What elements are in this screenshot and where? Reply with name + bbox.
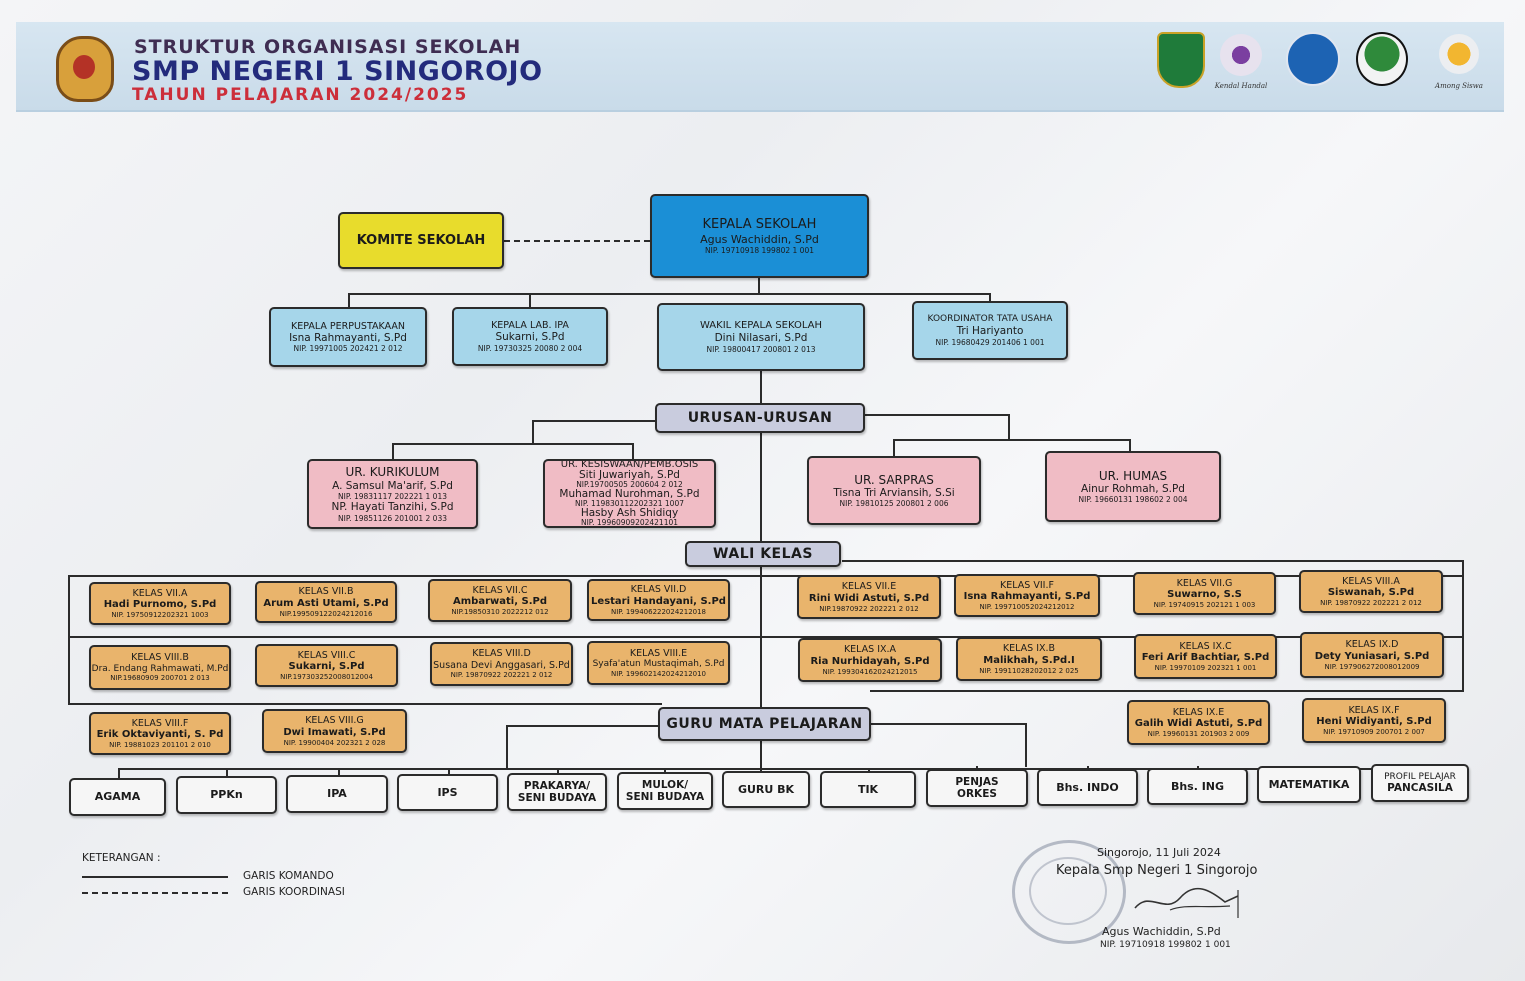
tut-wuri-handayani-logo-icon (1286, 32, 1340, 88)
signature-place-date: Singorojo, 11 Juli 2024 (1097, 846, 1221, 859)
school-crest-icon (56, 36, 114, 102)
signature-name: Agus Wachiddin, S.Pd (1102, 925, 1221, 938)
kepala-perpustakaan-box: KEPALA PERPUSTAKAAN Isna Rahmayanti, S.P… (269, 307, 427, 367)
handwritten-signature-icon (1130, 880, 1240, 920)
signature-role: Kepala Smp Negeri 1 Singorojo (1056, 863, 1258, 878)
header-school-name: SMP NEGERI 1 SINGOROJO (132, 56, 543, 87)
subject-box-guru-bk: GURU BK (722, 771, 810, 808)
ur-humas-box: UR. HUMAS Ainur Rohmah, S.Pd NIP. 196601… (1045, 451, 1221, 522)
signature-nip: NIP. 19710918 199802 1 001 (1100, 940, 1231, 950)
kabupaten-kendal-emblem-icon (1154, 32, 1205, 88)
among-siswa-logo-icon: Among Siswa (1434, 32, 1484, 90)
kendal-handal-logo-icon: Kendal Handal (1215, 32, 1267, 90)
header-title-line1: STRUKTUR ORGANISASI SEKOLAH (134, 36, 522, 58)
subject-box-ips: IPS (397, 774, 498, 811)
header-banner: STRUKTUR ORGANISASI SEKOLAH SMP NEGERI 1… (16, 22, 1504, 112)
subject-box-agama: AGAMA (69, 778, 166, 816)
legend-solid-line (82, 876, 228, 878)
subject-box-prakarya-seni-budaya: PRAKARYA/SENI BUDAYA (507, 773, 607, 811)
ur-kurikulum-box: UR. KURIKULUM A. Samsul Ma'arif, S.Pd NI… (307, 459, 478, 529)
wali-kelas-header: WALI KELAS (685, 541, 841, 567)
legend-solid-label: GARIS KOMANDO (243, 870, 334, 882)
school-stamp-icon (1012, 840, 1126, 944)
subject-box-bhs-indo: Bhs. INDO (1037, 769, 1138, 806)
legend-dashed-line (82, 892, 228, 894)
subject-box-tik: TIK (820, 771, 916, 808)
subject-box-ppkn: PPKn (176, 776, 277, 814)
kepala-lab-ipa-box: KEPALA LAB. IPA Sukarni, S.Pd NIP. 19730… (452, 307, 608, 366)
kepala-sekolah-box: KEPALA SEKOLAH Agus Wachiddin, S.Pd NIP.… (650, 194, 869, 278)
subject-box-bhs-ing: Bhs. ING (1147, 768, 1248, 805)
subject-box-mulok-seni-budaya: MULOK/SENI BUDAYA (617, 772, 713, 810)
legend-dashed-label: GARIS KOORDINASI (243, 886, 345, 898)
ur-kesiswaan-box: UR. KESISWAAN/PEMB.OSIS Siti Juwariyah, … (543, 459, 716, 528)
header-academic-year: TAHUN PELAJARAN 2024/2025 (132, 85, 469, 105)
subject-box-ipa: IPA (286, 775, 388, 813)
adiwiyata-logo-icon (1356, 32, 1408, 88)
koordinator-tata-usaha-box: KOORDINATOR TATA USAHA Tri Hariyanto NIP… (912, 301, 1068, 360)
urusan-urusan-header: URUSAN-URUSAN (655, 403, 865, 433)
wakil-kepala-sekolah-box: WAKIL KEPALA SEKOLAH Dini Nilasari, S.Pd… (657, 303, 865, 371)
komite-sekolah-box: KOMITE SEKOLAH (338, 212, 504, 269)
ur-sarpras-box: UR. SARPRAS Tisna Tri Arviansih, S.Si NI… (807, 456, 981, 525)
guru-mata-pelajaran-header: GURU MATA PELAJARAN (658, 707, 871, 741)
legend-heading: KETERANGAN : (82, 852, 161, 864)
subject-box-matematika: MATEMATIKA (1257, 766, 1361, 803)
